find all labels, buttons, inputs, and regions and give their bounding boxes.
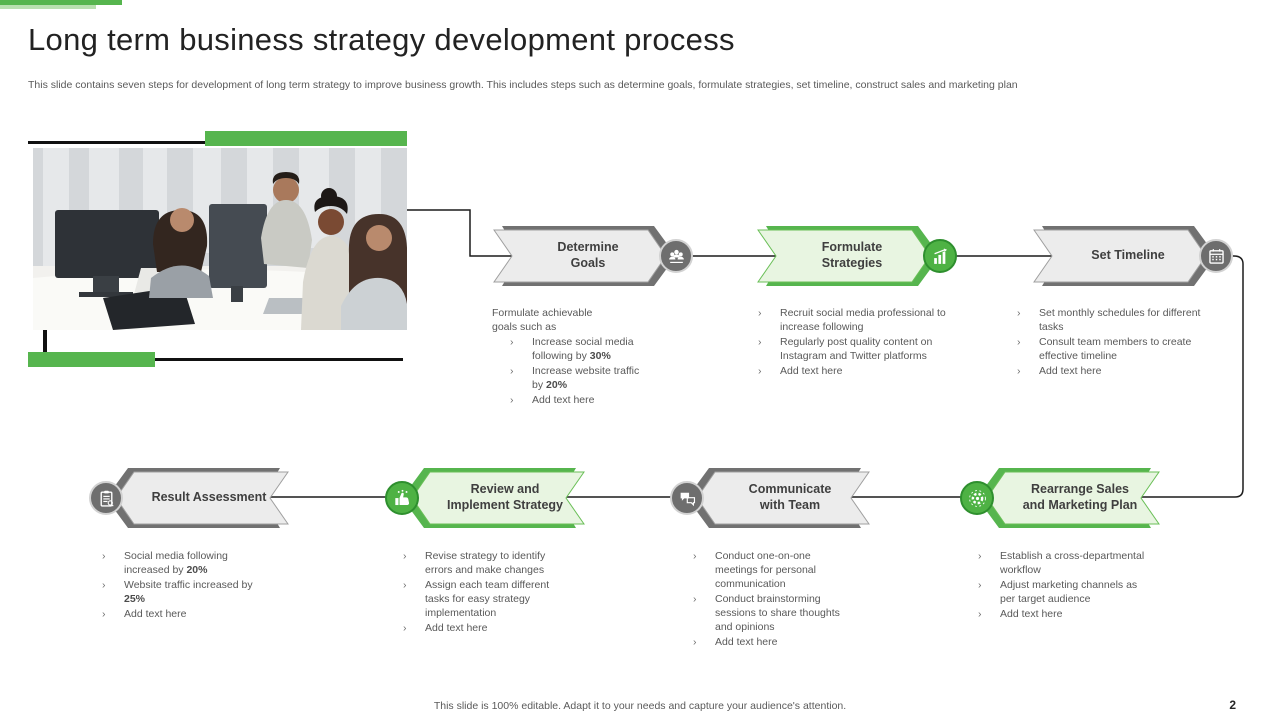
bullet-item: ›Revise strategy to identify errors and …	[403, 550, 546, 576]
deco-line-bottom	[155, 358, 403, 361]
banner-shape	[1033, 226, 1216, 286]
banner-shape	[493, 226, 676, 286]
step-circle	[670, 481, 704, 515]
gear-icon	[968, 489, 986, 507]
bullet-item: ›Adjust marketing channels as per target…	[978, 578, 1138, 605]
bullet-item: ›Social media following increased by 20%	[102, 550, 228, 576]
bullet-item: ›Assign each team different tasks for ea…	[403, 578, 550, 619]
growth-chart-icon	[933, 247, 947, 264]
team-photo	[33, 148, 407, 330]
bullet-list: ›Increase social media following by 30%›…	[492, 336, 652, 408]
banner-shape	[687, 468, 870, 528]
bullet-item: ›Set monthly schedules for different tas…	[1017, 307, 1201, 333]
step-formulate-strategies: Formulate Strategies ›Recruit social med…	[756, 224, 966, 494]
bullet-item: ›Add text here	[510, 393, 595, 406]
team-goal-icon	[668, 249, 684, 263]
step-rearrange-sales-marketing: Rearrange Sales and Marketing Plan ›Esta…	[960, 466, 1171, 720]
deco-green-bottom	[28, 352, 155, 367]
clipboard-icon	[100, 490, 114, 507]
step-circle	[89, 481, 123, 515]
step-title: Communicate with Team	[748, 482, 832, 512]
banner-shape	[757, 226, 940, 286]
step-notes: ›Recruit social media professional to in…	[753, 307, 955, 380]
step-circle	[1199, 239, 1233, 273]
step-notes: ›Revise strategy to identify errors and …	[398, 550, 570, 637]
step-notes: ›Social media following increased by 20%…	[97, 550, 254, 623]
step-communicate-with-team: Communicate with Team ›Conduct one-on-on…	[670, 466, 881, 720]
step-notes: ›Conduct one-on-one meetings for persona…	[688, 550, 850, 651]
page-number: 2	[1229, 698, 1236, 712]
bullet-item: ›Add text here	[102, 607, 187, 620]
step-intro: Formulate achievable goals such as	[492, 307, 593, 333]
page-subtitle: This slide contains seven steps for deve…	[28, 79, 1018, 91]
bullet-item: ›Increase website traffic by 20%	[510, 364, 640, 391]
thumbs-up-icon	[394, 489, 409, 505]
chat-people-icon	[680, 492, 695, 506]
bullet-item: ›Establish a cross-departmental workflow	[978, 550, 1145, 576]
step-title: Review and Implement Strategy	[446, 482, 563, 512]
step-notes: Formulate achievable goals such as ›Incr…	[492, 307, 652, 409]
banner-shape	[402, 468, 585, 528]
step-title: Formulate Strategies	[821, 240, 883, 270]
bullet-item: ›Add text here	[1017, 364, 1102, 377]
step-notes: ›Establish a cross-departmental workflow…	[973, 550, 1150, 623]
bullet-item: ›Website traffic increased by 25%	[102, 578, 253, 605]
accent-bar-dark	[0, 0, 122, 5]
bullet-item: ›Regularly post quality content on Insta…	[758, 335, 933, 362]
step-title: Set Timeline	[1091, 248, 1165, 263]
footer-note: This slide is 100% editable. Adapt it to…	[433, 700, 847, 712]
bullet-item: ›Add text here	[403, 621, 488, 634]
bullet-item: ›Consult team members to create effectiv…	[1017, 335, 1192, 362]
step-title: Result Assessment	[151, 490, 267, 505]
step-title: Determine Goals	[557, 240, 619, 270]
step-notes: ›Set monthly schedules for different tas…	[1012, 307, 1202, 380]
bullet-item: ›Add text here	[693, 635, 778, 648]
step-set-timeline: Set Timeline ›Set monthly schedules for …	[1017, 224, 1242, 494]
bullet-list: ›Revise strategy to identify errors and …	[398, 550, 570, 636]
bullet-list: ›Social media following increased by 20%…	[97, 550, 254, 622]
deco-line-vertical	[43, 330, 47, 353]
bullet-item: ›Add text here	[758, 364, 843, 377]
bullet-item: ›Conduct one-on-one meetings for persona…	[693, 550, 816, 590]
page-title: Long term business strategy development …	[28, 22, 735, 57]
deco-green-top	[205, 131, 407, 146]
step-circle	[960, 481, 994, 515]
bullet-item: ›Add text here	[978, 607, 1063, 620]
bullet-list: ›Set monthly schedules for different tas…	[1012, 307, 1202, 379]
banner-shape	[977, 468, 1160, 528]
banner-shape	[106, 468, 289, 528]
bullet-list: ›Establish a cross-departmental workflow…	[973, 550, 1150, 622]
bullet-item: ›Increase social media following by 30%	[510, 335, 634, 362]
calendar-icon	[1208, 248, 1224, 264]
bullet-list: ›Recruit social media professional to in…	[753, 307, 955, 379]
deco-line-top	[28, 141, 205, 144]
bullet-list: ›Conduct one-on-one meetings for persona…	[688, 550, 850, 650]
step-circle	[659, 239, 693, 273]
step-review-implement-strategy: Review and Implement Strategy ›Revise st…	[385, 466, 596, 720]
step-title: Rearrange Sales and Marketing Plan	[1022, 482, 1138, 512]
bullet-item: ›Conduct brainstorming sessions to share…	[693, 592, 840, 633]
step-circle	[385, 481, 419, 515]
step-circle	[923, 239, 957, 273]
bullet-item: ›Recruit social media professional to in…	[758, 307, 946, 333]
step-determine-goals: Determine Goals Formulate achievable goa…	[492, 224, 702, 494]
step-result-assessment: Result Assessment ›Social media followin…	[89, 466, 300, 720]
